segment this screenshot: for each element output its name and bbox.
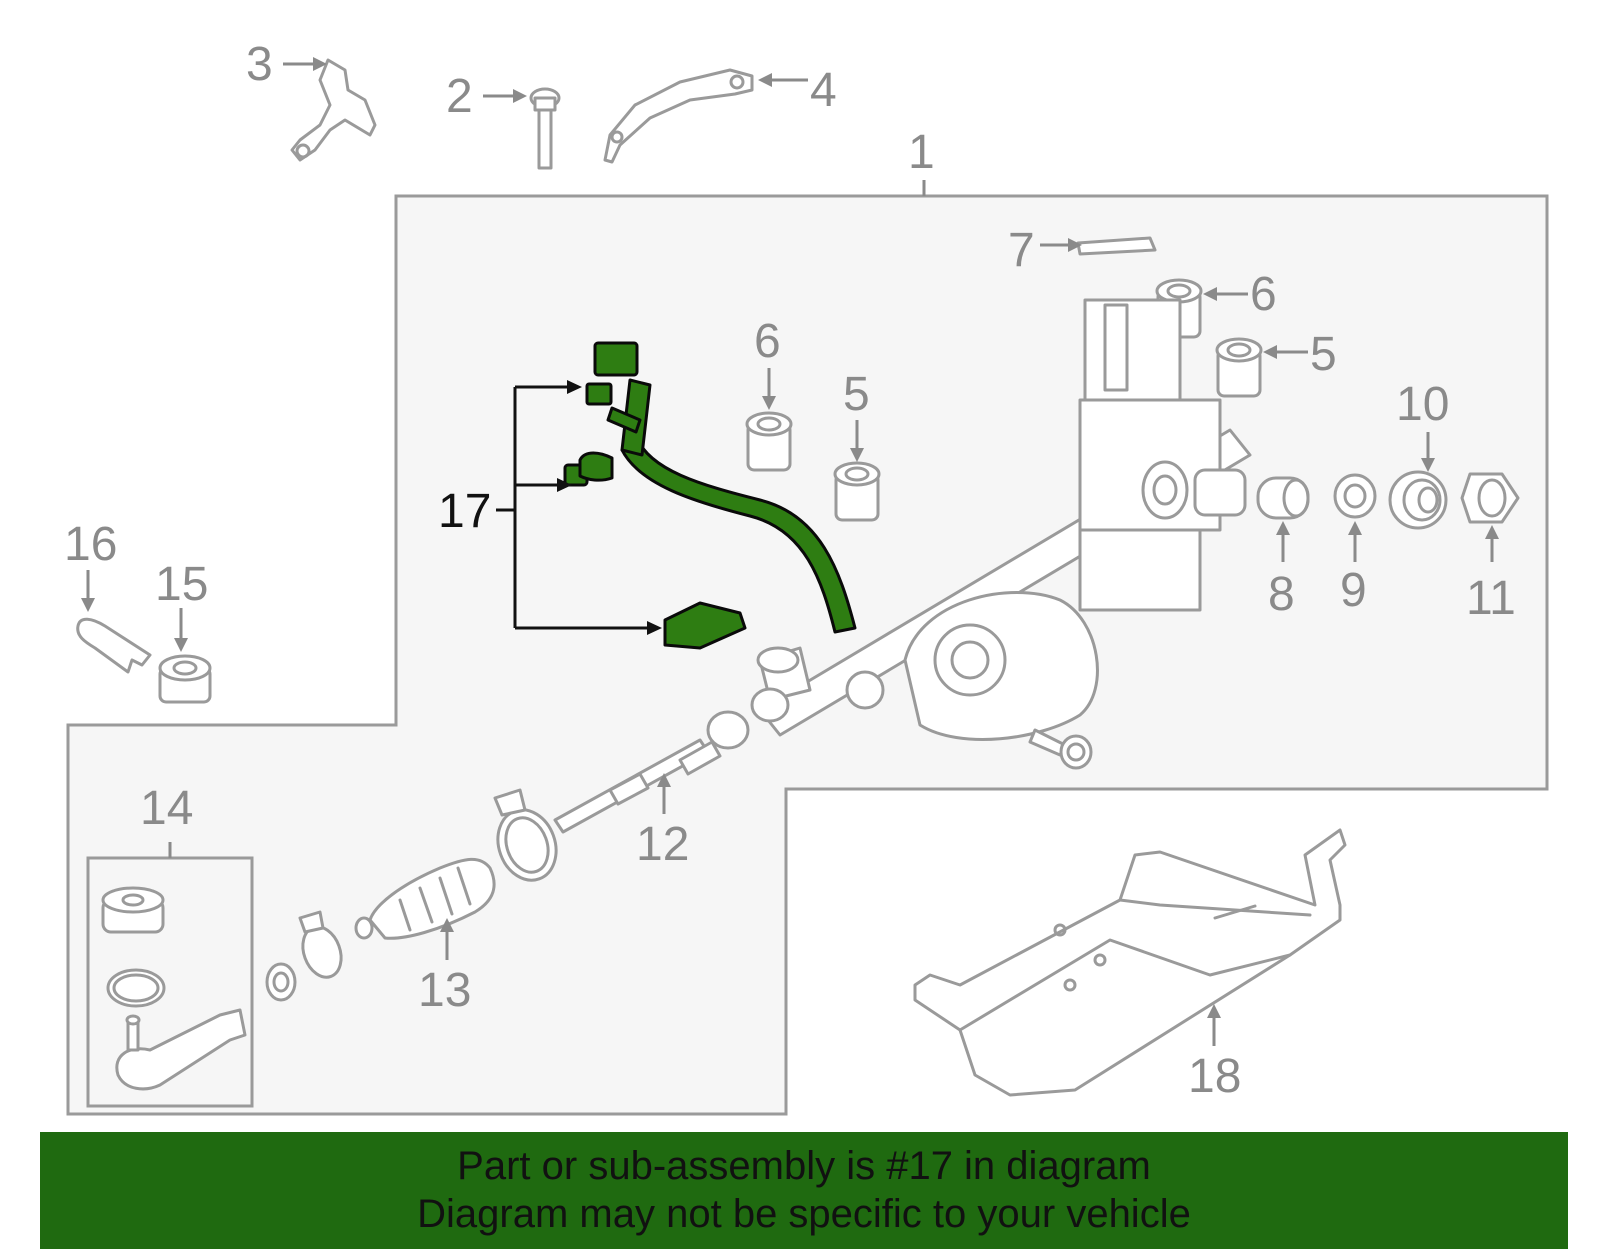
- callout-7: 7: [1008, 224, 1035, 277]
- part-6-bushing-left: [745, 411, 793, 472]
- part-10-seal: [1388, 470, 1448, 530]
- part-14-seal-ring: [106, 968, 166, 1008]
- boot-clamp-large: [493, 788, 558, 882]
- part-14-tie-rod-end: [115, 1008, 247, 1091]
- callout-3: 3: [246, 38, 273, 91]
- part-12-tie-rod: [553, 710, 750, 834]
- callout-4: 4: [810, 64, 837, 117]
- callout-5-left: 5: [843, 368, 870, 421]
- part-4-bracket: [603, 68, 754, 164]
- part-2-bolt: [529, 87, 561, 170]
- boot-clamp-small: [298, 910, 343, 979]
- part-3-bracket: [290, 58, 377, 162]
- part-14-bushing: [101, 886, 165, 934]
- callout-12: 12: [636, 818, 689, 871]
- jam-nut: [265, 962, 297, 1002]
- callout-6-left: 6: [754, 315, 781, 368]
- callout-14: 14: [140, 782, 193, 835]
- callout-1: 1: [908, 126, 935, 179]
- callout-17: 17: [438, 485, 491, 538]
- rack-mount-bolt: [1028, 728, 1093, 770]
- part-5-bushing-right: [1215, 337, 1263, 398]
- callout-13: 13: [418, 964, 471, 1017]
- callout-8: 8: [1268, 568, 1295, 621]
- callout-18: 18: [1188, 1050, 1241, 1103]
- callout-5-right: 5: [1310, 328, 1337, 381]
- info-banner: Part or sub-assembly is #17 in diagram D…: [40, 1132, 1568, 1249]
- part-8-sleeve: [1256, 476, 1310, 520]
- banner-vehicle-note: Diagram may not be specific to your vehi…: [417, 1192, 1191, 1236]
- callout-2: 2: [446, 70, 473, 123]
- callout-9: 9: [1340, 564, 1367, 617]
- callout-11: 11: [1466, 572, 1516, 625]
- part-17-harness: [563, 341, 857, 650]
- part-16-cotter-pin: [76, 617, 152, 674]
- callout-10: 10: [1396, 378, 1449, 431]
- callout-15: 15: [155, 558, 208, 611]
- part-18-skid-plate: [913, 828, 1347, 1097]
- banner-part-note: Part or sub-assembly is #17 in diagram: [457, 1144, 1151, 1188]
- steering-rack: [750, 298, 1252, 741]
- part-5-bushing-left: [833, 461, 881, 522]
- callout-6-right: 6: [1250, 268, 1277, 321]
- callout-leaders: [81, 57, 1499, 1046]
- part-9-ring: [1333, 473, 1377, 519]
- part-7-plate: [1076, 236, 1157, 256]
- part-13-boot: [354, 857, 496, 940]
- part-11-nut: [1460, 472, 1520, 524]
- callout-17-leaders: [496, 380, 662, 635]
- part-15-nut: [158, 654, 212, 704]
- callout-16: 16: [64, 518, 117, 571]
